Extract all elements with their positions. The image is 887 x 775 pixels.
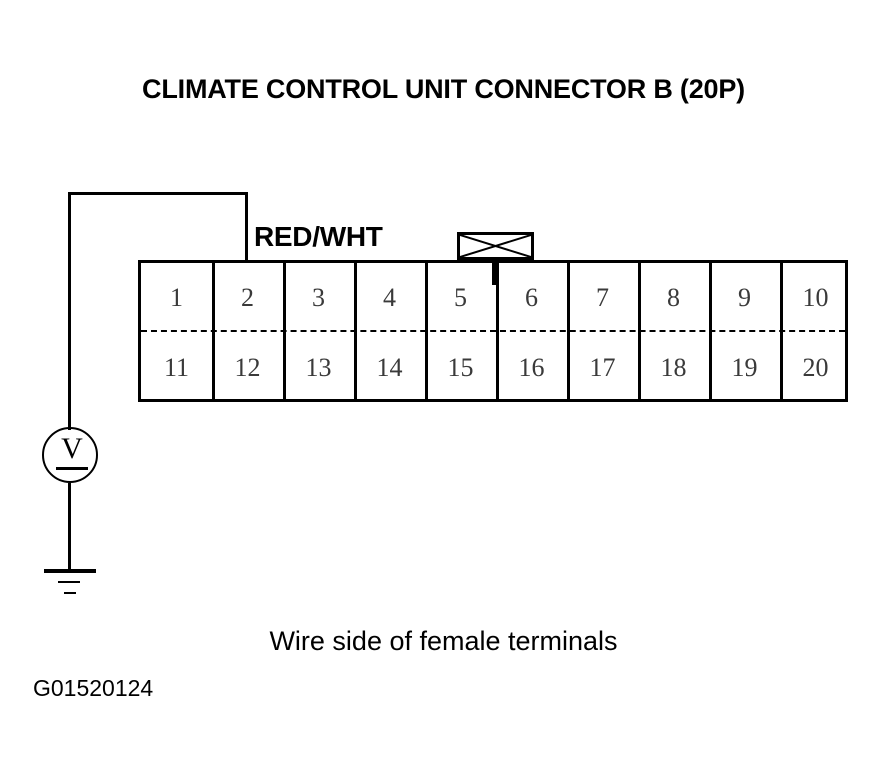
wire-segment-vertical-drop-to-pin: [245, 192, 248, 262]
connector-body: 1 11 2 12 3 13 4 14 5 15: [138, 260, 848, 402]
pin-label-top: 1: [170, 283, 183, 312]
pin-label-bottom: 14: [376, 353, 403, 382]
pin-label-bottom: 18: [660, 353, 687, 382]
ground-icon-bar-2: [58, 581, 80, 583]
ground-icon-bar-3: [64, 592, 76, 594]
pin-label-bottom: 12: [234, 353, 261, 382]
pin-label-top: 10: [802, 283, 829, 312]
voltmeter-icon: V: [42, 427, 98, 483]
pin-label-bottom: 16: [518, 353, 545, 382]
wire-segment-vertical-left: [68, 192, 71, 430]
x-cross-icon: [460, 235, 531, 257]
pin-label-top: 9: [738, 283, 751, 312]
page-title: CLIMATE CONTROL UNIT CONNECTOR B (20P): [142, 74, 745, 104]
pin-label-top: 2: [241, 283, 254, 312]
connector-cell-grid: 1 11 2 12 3 13 4 14 5 15: [141, 263, 845, 399]
pin-label-top: 7: [596, 283, 609, 312]
wire-segment-horizontal-top: [68, 192, 248, 195]
pin-label-top: 6: [525, 283, 538, 312]
voltmeter-bar: [56, 467, 88, 470]
pin-label-bottom: 17: [589, 353, 616, 382]
pin-label-top: 5: [454, 283, 467, 312]
ground-icon-bar-1: [44, 569, 96, 573]
diagram-caption: Wire side of female terminals: [269, 626, 618, 656]
row-divider-dashed: [141, 330, 845, 332]
pin-label-bottom: 13: [305, 353, 332, 382]
ground-lead-wire: [68, 483, 71, 571]
pin-label-top: 3: [312, 283, 325, 312]
figure-id-label: G01520124: [33, 675, 154, 701]
connector-column-1: 1 11: [141, 263, 212, 399]
blocked-cavity-stub-line: [492, 258, 496, 285]
pin-label-bottom: 19: [731, 353, 758, 382]
wire-color-label: RED/WHT: [254, 221, 383, 252]
connector-column-5: 5 15: [425, 263, 496, 399]
pin-label-bottom: 20: [802, 353, 829, 382]
pin-label-top: 8: [667, 283, 680, 312]
blocked-cavity-x-icon: [457, 232, 534, 260]
pin-label-top: 4: [383, 283, 396, 312]
voltmeter-letter: V: [61, 432, 83, 465]
pin-label-bottom: 15: [447, 353, 474, 382]
pin-label-bottom: 11: [163, 353, 190, 382]
